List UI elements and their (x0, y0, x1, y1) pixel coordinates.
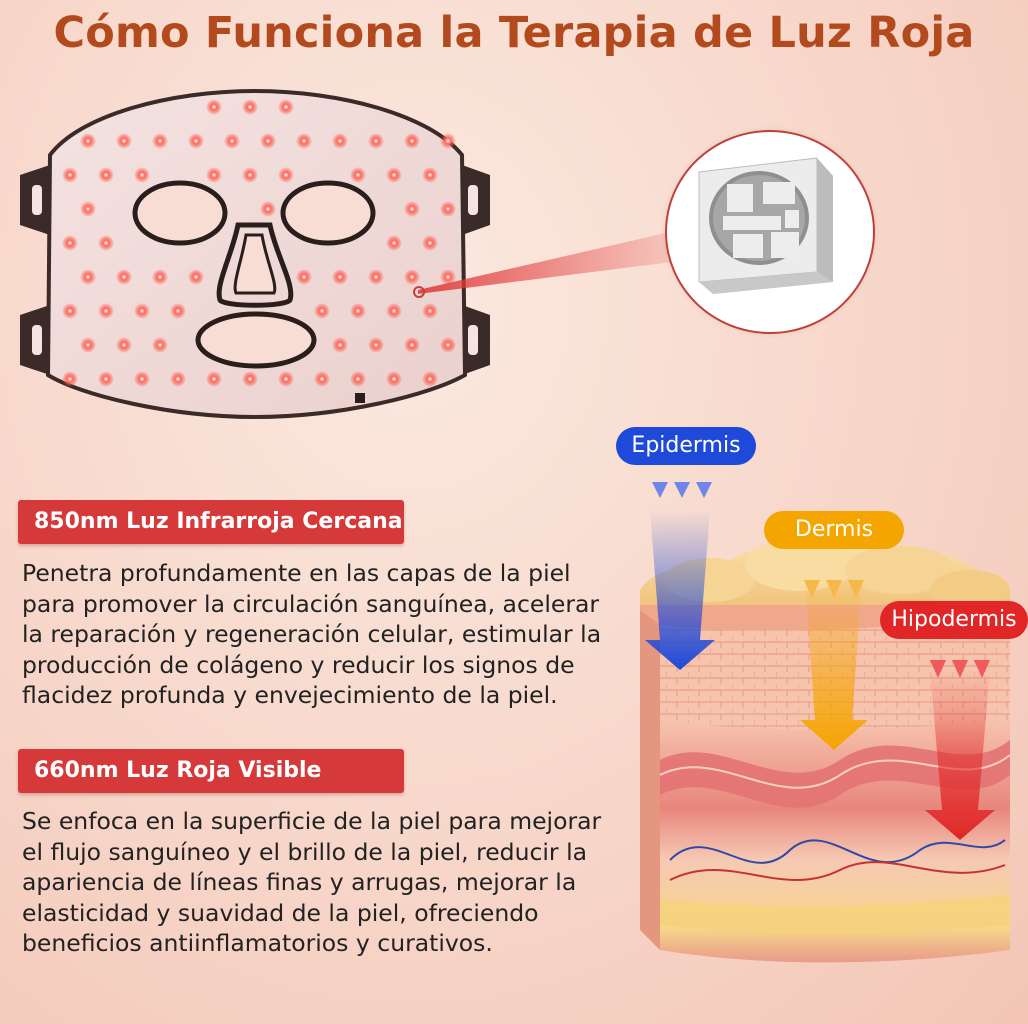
led-light (278, 99, 294, 115)
led-light (206, 167, 222, 183)
led-light (134, 167, 150, 183)
led-light (170, 371, 186, 387)
tag-850nm-near-infrared: 850nm Luz Infrarroja Cercana (18, 500, 404, 544)
led-light (152, 269, 168, 285)
led-light (62, 167, 78, 183)
led-light (332, 133, 348, 149)
led-light (116, 269, 132, 285)
led-light (314, 303, 330, 319)
led-face-mask-icon (10, 85, 500, 425)
led-light (260, 201, 276, 217)
led-light (206, 99, 222, 115)
led-light (314, 371, 330, 387)
page-title: Cómo Funciona la Terapia de Luz Roja (53, 8, 975, 58)
led-light (440, 133, 456, 149)
label-hypodermis: Hipodermis (880, 601, 1028, 639)
skin-cross-section-illustration (600, 420, 1028, 980)
led-light (260, 133, 276, 149)
led-light (152, 133, 168, 149)
led-light (116, 337, 132, 353)
led-light (98, 371, 114, 387)
led-light (332, 337, 348, 353)
led-light (152, 337, 168, 353)
led-light (350, 167, 366, 183)
led-light (386, 235, 402, 251)
led-light (278, 371, 294, 387)
led-light (62, 303, 78, 319)
led-light (422, 303, 438, 319)
led-light (332, 269, 348, 285)
led-light (188, 133, 204, 149)
led-light (440, 269, 456, 285)
led-light (80, 269, 96, 285)
label-dermis: Dermis (764, 511, 904, 549)
led-light (296, 269, 312, 285)
led-light (350, 303, 366, 319)
led-light (188, 269, 204, 285)
description-850nm: Penetra profundamente en las capas de la… (22, 559, 602, 709)
label-epidermis: Epidermis (616, 427, 756, 465)
led-chip-zoom (665, 130, 875, 334)
led-light (296, 133, 312, 149)
description-660nm: Se enfoca en la superficie de la piel pa… (22, 807, 602, 957)
led-light (224, 133, 240, 149)
led-light (386, 303, 402, 319)
led-light (440, 337, 456, 353)
led-light (386, 167, 402, 183)
tag-660nm-visible-red: 660nm Luz Roja Visible (18, 749, 404, 793)
led-light (62, 235, 78, 251)
led-light (404, 133, 420, 149)
led-light (440, 201, 456, 217)
led-light (242, 371, 258, 387)
led-light (134, 303, 150, 319)
led-light (80, 337, 96, 353)
led-light (404, 269, 420, 285)
led-light (116, 133, 132, 149)
led-light (422, 167, 438, 183)
led-light (242, 99, 258, 115)
led-light (386, 371, 402, 387)
led-light (422, 371, 438, 387)
led-light (170, 303, 186, 319)
led-light (80, 201, 96, 217)
led-chip-icon (698, 157, 833, 294)
led-light (98, 167, 114, 183)
led-light (350, 371, 366, 387)
led-light (206, 371, 222, 387)
led-light (98, 303, 114, 319)
led-light (368, 269, 384, 285)
led-light (404, 337, 420, 353)
led-light (422, 235, 438, 251)
led-light (62, 371, 78, 387)
led-light (80, 133, 96, 149)
led-light (134, 371, 150, 387)
led-light (368, 133, 384, 149)
led-light (98, 235, 114, 251)
led-light (242, 167, 258, 183)
led-light (368, 337, 384, 353)
led-light (278, 167, 294, 183)
led-light (404, 201, 420, 217)
